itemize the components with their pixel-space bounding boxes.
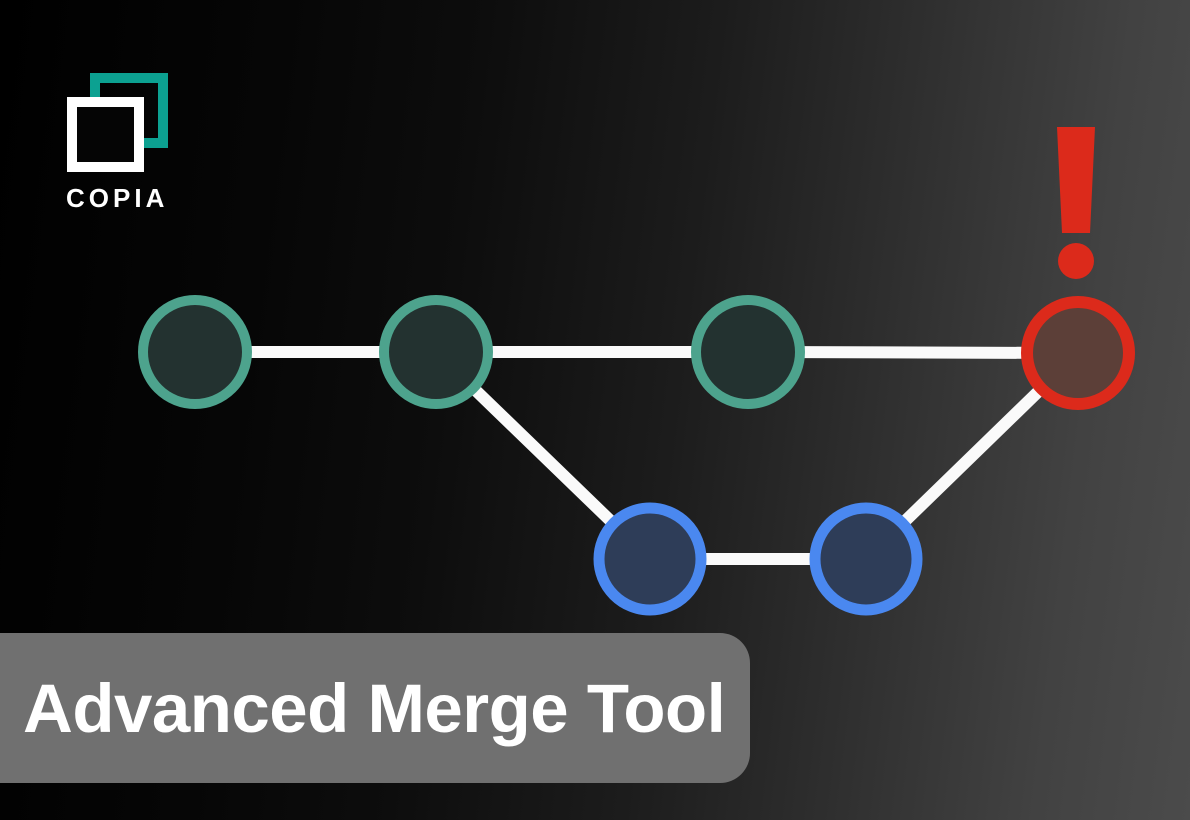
commit-node-feature-2 [809, 502, 923, 616]
graph-edge-main-3-merge-conflict [747, 346, 1079, 359]
graph-edge-main-2-feature-1 [431, 347, 655, 564]
commit-node-feature-1 [593, 502, 707, 616]
title-banner: Advanced Merge Tool [0, 633, 750, 783]
exclamation-dot [1058, 243, 1094, 279]
page-title: Advanced Merge Tool [23, 669, 726, 747]
commit-node-merge-conflict [1021, 296, 1135, 410]
commit-node-main-2 [379, 295, 493, 409]
copia-logo-icon [67, 73, 168, 172]
commit-node-main-3 [691, 295, 805, 409]
commit-node-main-1 [138, 295, 252, 409]
brand-name: COPIA [66, 183, 169, 213]
logo-white-square [67, 97, 144, 172]
conflict-exclamation-icon [1057, 127, 1095, 279]
graph-edge-feature-2-merge-conflict [861, 348, 1083, 564]
exclamation-bar [1057, 127, 1095, 233]
